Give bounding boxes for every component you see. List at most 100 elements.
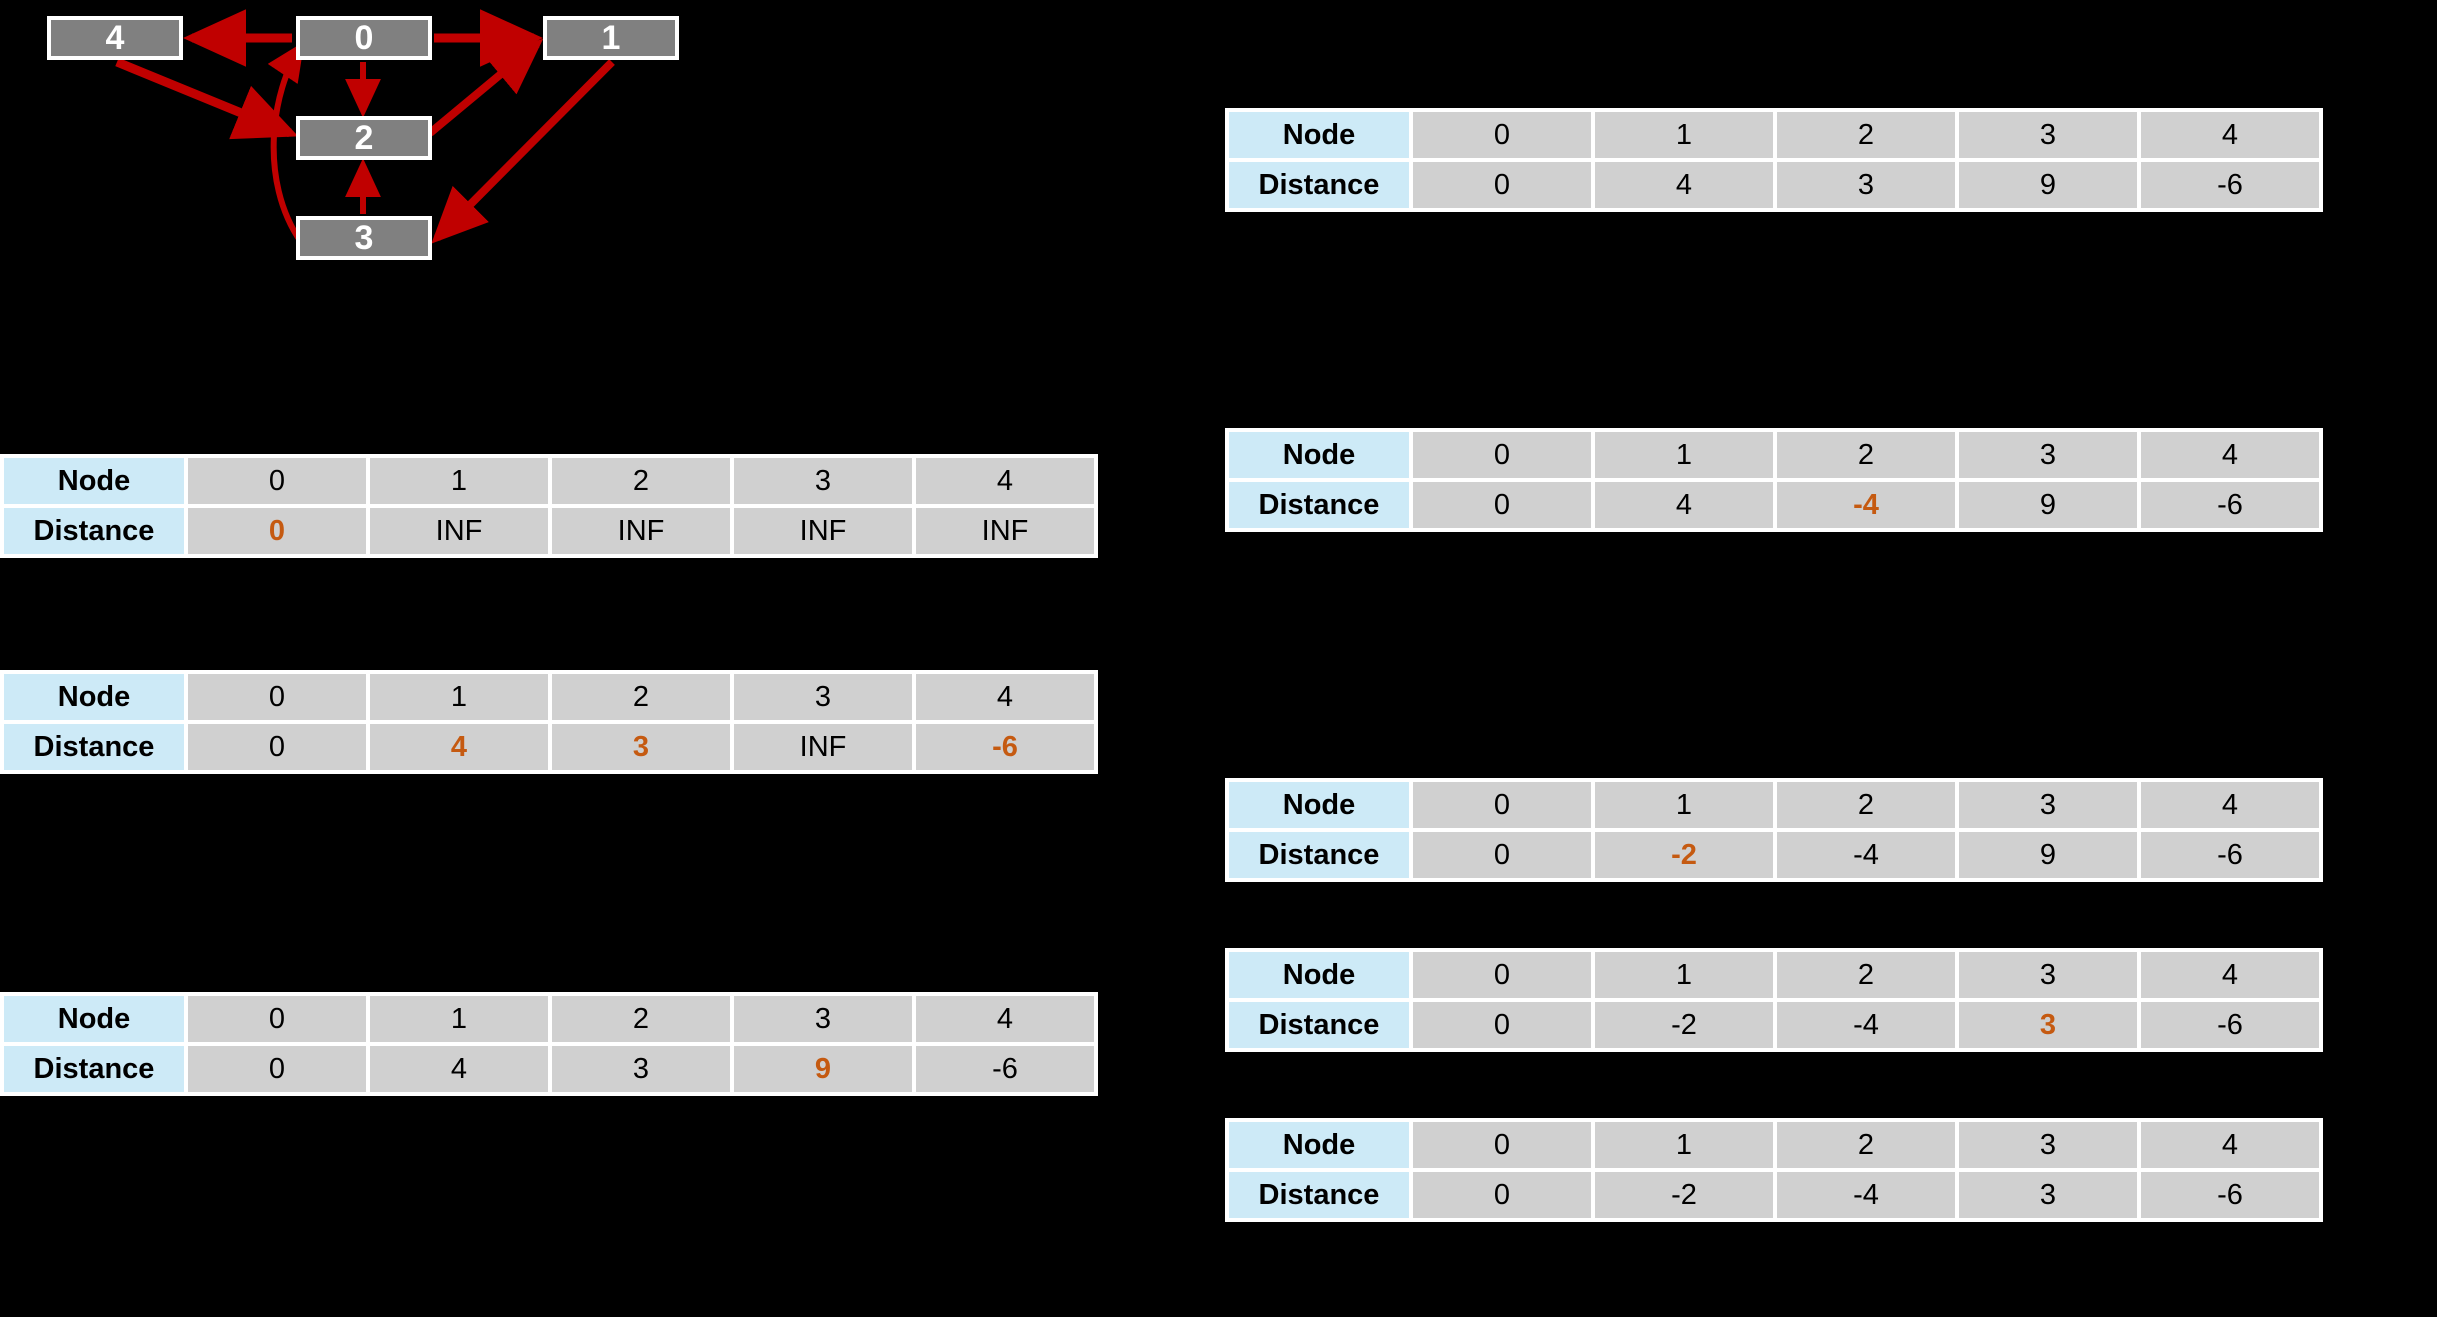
node-cell-1: 1 [1595, 112, 1773, 158]
distance-cell-3: 9 [1959, 162, 2137, 208]
distance-cell-2: -4 [1777, 482, 1955, 528]
row-header-distance: Distance [4, 508, 184, 554]
node-cell-4: 4 [2141, 952, 2319, 998]
distance-cell-1: -2 [1595, 832, 1773, 878]
distance-cell-3: 3 [1959, 1172, 2137, 1218]
distance-cell-4: -6 [2141, 1172, 2319, 1218]
node-cell-0: 0 [188, 674, 366, 720]
node-cell-3: 3 [734, 458, 912, 504]
node-cell-0: 0 [188, 458, 366, 504]
distance-cell-2: INF [552, 508, 730, 554]
row-header-node: Node [1229, 782, 1409, 828]
node-cell-0: 0 [1413, 782, 1591, 828]
node-cell-2: 2 [552, 458, 730, 504]
node-cell-2: 2 [1777, 112, 1955, 158]
graph-edges [115, 9, 615, 244]
row-header-node: Node [1229, 432, 1409, 478]
node-cell-3: 3 [1959, 112, 2137, 158]
node-cell-2: 2 [552, 674, 730, 720]
distance-cell-4: -6 [916, 1046, 1094, 1092]
distance-cell-2: 3 [552, 724, 730, 770]
edge-4-to-2 [115, 57, 299, 140]
distance-cell-1: 4 [1595, 482, 1773, 528]
distance-cell-2: -4 [1777, 832, 1955, 878]
node-cell-4: 4 [2141, 1122, 2319, 1168]
edge-1-to-3 [431, 59, 615, 244]
distance-cell-2: 3 [1777, 162, 1955, 208]
distance-cell-4: INF [916, 508, 1094, 554]
node-cell-2: 2 [552, 996, 730, 1042]
node-cell-3: 3 [734, 674, 912, 720]
graph-node-4[interactable]: 4 [47, 16, 183, 60]
node-cell-1: 1 [1595, 432, 1773, 478]
distance-cell-3: INF [734, 724, 912, 770]
distance-cell-3: 3 [1959, 1002, 2137, 1048]
distance-cell-3: INF [734, 508, 912, 554]
node-cell-1: 1 [370, 674, 548, 720]
node-cell-4: 4 [2141, 112, 2319, 158]
node-cell-1: 1 [1595, 782, 1773, 828]
distance-cell-0: 0 [1413, 1172, 1591, 1218]
distance-cell-0: 0 [1413, 832, 1591, 878]
distance-cell-0: 0 [188, 724, 366, 770]
distance-cell-0: 0 [188, 1046, 366, 1092]
node-cell-4: 4 [2141, 782, 2319, 828]
node-cell-2: 2 [1777, 1122, 1955, 1168]
distance-cell-4: -6 [2141, 162, 2319, 208]
graph-node-2[interactable]: 2 [296, 116, 432, 160]
node-cell-0: 0 [188, 996, 366, 1042]
node-cell-0: 0 [1413, 432, 1591, 478]
distance-cell-2: -4 [1777, 1002, 1955, 1048]
row-header-node: Node [4, 458, 184, 504]
node-cell-3: 3 [734, 996, 912, 1042]
node-cell-3: 3 [1959, 782, 2137, 828]
distance-cell-3: 9 [1959, 832, 2137, 878]
row-header-node: Node [1229, 1122, 1409, 1168]
node-cell-2: 2 [1777, 432, 1955, 478]
graph-node-1[interactable]: 1 [543, 16, 679, 60]
node-cell-1: 1 [1595, 952, 1773, 998]
distance-cell-1: 4 [1595, 162, 1773, 208]
row-header-node: Node [1229, 952, 1409, 998]
distance-cell-1: -2 [1595, 1002, 1773, 1048]
row-header-node: Node [4, 674, 184, 720]
distance-cell-0: 0 [1413, 162, 1591, 208]
node-cell-1: 1 [370, 458, 548, 504]
distance-cell-2: -4 [1777, 1172, 1955, 1218]
graph-node-0[interactable]: 0 [296, 16, 432, 60]
node-cell-4: 4 [916, 996, 1094, 1042]
row-header-distance: Distance [4, 1046, 184, 1092]
distance-cell-4: -6 [916, 724, 1094, 770]
distance-cell-0: 0 [1413, 1002, 1591, 1048]
row-header-distance: Distance [4, 724, 184, 770]
graph-panel: 4 0 1 2 3 [0, 0, 1120, 430]
row-header-distance: Distance [1229, 1002, 1409, 1048]
distance-cell-0: 0 [188, 508, 366, 554]
node-cell-4: 4 [2141, 432, 2319, 478]
graph-node-3[interactable]: 3 [296, 216, 432, 260]
node-cell-0: 0 [1413, 952, 1591, 998]
distance-cell-4: -6 [2141, 832, 2319, 878]
node-cell-3: 3 [1959, 432, 2137, 478]
distance-cell-3: 9 [1959, 482, 2137, 528]
